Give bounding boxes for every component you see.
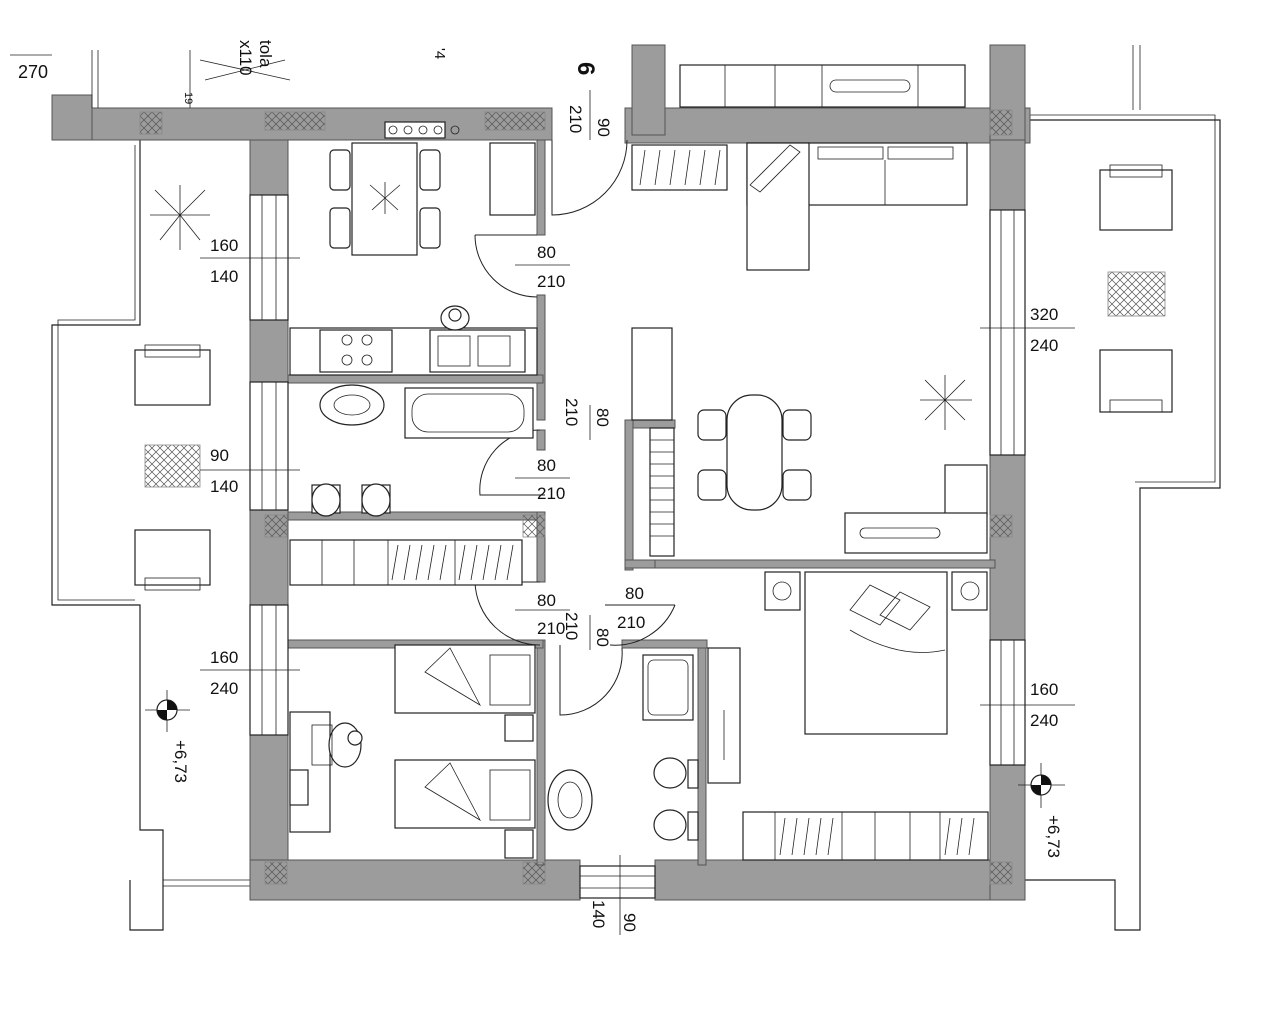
elevation-label: +6,73: [1044, 815, 1063, 858]
dim-label: 210: [537, 484, 565, 503]
chair: [697, 409, 727, 441]
dim-label: 210: [537, 272, 565, 291]
dim-label: 140: [210, 267, 238, 286]
dim-label: 19: [182, 92, 194, 104]
bathroom-small: [547, 654, 699, 841]
dim-label: tola: [256, 40, 275, 68]
dining-table: [697, 394, 812, 511]
dim-label: 90: [594, 118, 613, 137]
dim-label: 240: [1030, 711, 1058, 730]
chair: [329, 207, 351, 249]
washbasin-icon: [547, 769, 593, 831]
dim-label: 80: [625, 584, 644, 603]
left-balcony: [51, 140, 250, 931]
washbasin-icon: [319, 384, 385, 426]
right-balcony: [1025, 45, 1221, 931]
bedroom-twin: [289, 644, 536, 859]
sink-icon: [429, 329, 526, 373]
chair: [782, 469, 812, 501]
dim-label: 80: [537, 243, 556, 262]
dim-label: 80: [593, 408, 612, 427]
nightstand: [951, 571, 988, 611]
dim-label: 140: [210, 477, 238, 496]
bathtub-icon: [404, 387, 534, 439]
hall-wardrobe: [289, 539, 523, 586]
chair: [419, 207, 441, 249]
dim-label: 210: [566, 105, 585, 133]
master-bedroom: [707, 571, 989, 861]
elevation-marker-right: [1018, 763, 1065, 808]
person-icon: [440, 305, 470, 331]
left-balcony-furniture: [134, 185, 211, 591]
dim-label: 210: [562, 398, 581, 426]
chair: [697, 469, 727, 501]
elevation-label: +6,73: [171, 740, 190, 783]
bidet-icon: [653, 809, 699, 841]
dim-label: 80: [593, 628, 612, 647]
toilet-icon: [653, 757, 699, 789]
bathroom-main: [311, 384, 534, 517]
dim-label: 240: [210, 679, 238, 698]
dim-label: 160: [210, 648, 238, 667]
elevation-marker-left: [145, 690, 190, 732]
sofa-icon: [746, 142, 968, 271]
plant-icon: [150, 185, 210, 250]
dim-label: 140: [589, 900, 608, 928]
dim-label: 160: [1030, 680, 1058, 699]
chair: [329, 149, 351, 191]
bed-icon: [394, 759, 536, 829]
dim-label: 90: [210, 446, 229, 465]
kitchen: [289, 121, 538, 376]
chair: [1099, 164, 1173, 231]
dim-label: 270: [18, 62, 48, 82]
chair: [1099, 349, 1173, 413]
dimension-lines: [10, 54, 1075, 935]
living-room: [631, 64, 988, 557]
shelf-unit: [631, 327, 675, 557]
dim-label: 80: [537, 591, 556, 610]
dim-label: x110: [236, 40, 255, 76]
wardrobe: [742, 811, 989, 861]
chair: [134, 344, 211, 406]
chair: [782, 409, 812, 441]
dim-label: 320: [1030, 305, 1058, 324]
desk: [289, 711, 331, 833]
dim-label: 80: [537, 456, 556, 475]
bed-icon: [804, 571, 948, 735]
plant-icon: [369, 182, 401, 214]
shower-icon: [642, 654, 694, 721]
chair: [134, 529, 211, 591]
stove-icon: [319, 329, 393, 373]
toilet-icon: [311, 483, 341, 517]
plant-icon: [920, 375, 972, 430]
person-icon: [311, 722, 363, 768]
right-balcony-furniture: [1099, 164, 1173, 413]
dim-label: 210: [537, 619, 565, 638]
bed-icon: [394, 644, 536, 714]
dim-label: 160: [210, 236, 238, 255]
entry-wardrobe: [631, 144, 728, 191]
dim-label: 210: [562, 612, 581, 640]
top-left-fragments: [91, 50, 291, 108]
dim-label: '4: [431, 48, 448, 59]
chair: [419, 149, 441, 191]
sideboard: [844, 464, 988, 554]
unit-number: 6: [572, 62, 599, 75]
bidet-icon: [361, 483, 391, 517]
hood-knobs: [384, 121, 460, 139]
dim-label: 90: [620, 913, 639, 932]
dim-label: 210: [617, 613, 645, 632]
columns: [139, 109, 1013, 885]
wardrobe: [707, 647, 741, 784]
dim-label: 240: [1030, 336, 1058, 355]
nightstand: [764, 571, 801, 611]
tv-cabinet: [679, 64, 966, 108]
dimension-labels: 270 tola x110 19 '4 6 210 90 80 210 160 …: [18, 40, 1063, 932]
